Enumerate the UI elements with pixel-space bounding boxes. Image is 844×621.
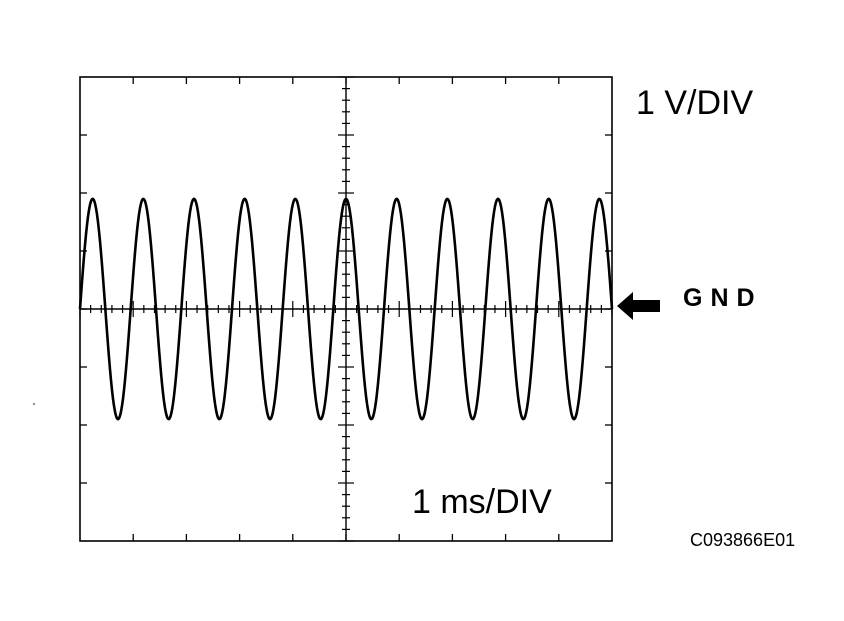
left-arrow-icon (617, 292, 660, 320)
stray-dot (33, 403, 35, 405)
sine-waveform (78, 197, 614, 421)
figure-code-label: C093866E01 (690, 530, 795, 550)
time-per-div-label: 1 ms/DIV (412, 483, 552, 521)
volts-per-div-label: 1 V/DIV (636, 84, 753, 122)
ground-label: GND (683, 284, 763, 312)
